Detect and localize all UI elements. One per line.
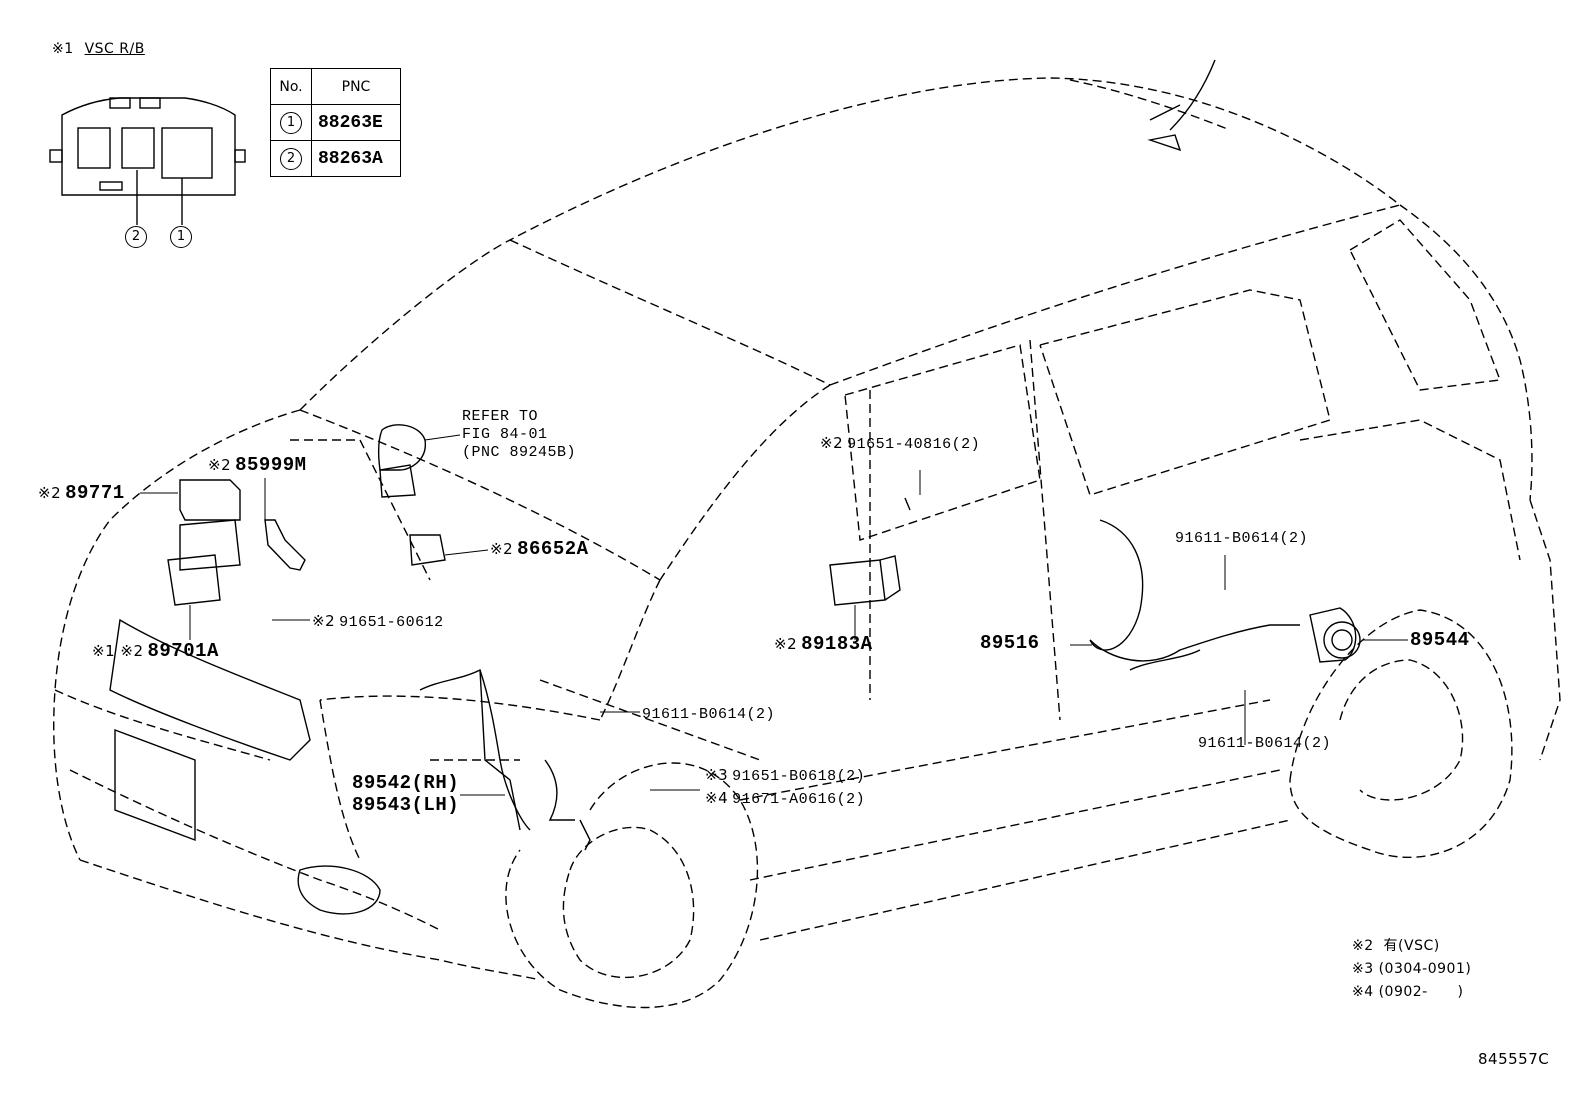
- vehicle-solid-details: [109, 59, 1357, 915]
- label-89544: 89544: [1410, 629, 1470, 651]
- refer-note: REFER TO FIG 84-01 (PNC 89245B): [462, 408, 576, 462]
- refer-line-1: REFER TO: [462, 408, 539, 425]
- pnc-header-pnc: PNC: [311, 68, 401, 105]
- legend-item: ※4 (0902- ): [1352, 984, 1464, 1000]
- pnc-table-row: 2 88263A: [270, 140, 401, 177]
- vehicle-body-outline: [53, 77, 1561, 1009]
- label-89543: 89543(LH): [352, 794, 460, 816]
- figure-id: 845557C: [1478, 1050, 1550, 1068]
- pnc-row-code: 88263A: [311, 140, 401, 177]
- pnc-row-code: 88263E: [311, 104, 401, 141]
- pnc-table-header: No. PNC: [270, 68, 401, 105]
- pnc-row-no: 2: [270, 140, 312, 177]
- inset-callout-1: 1: [169, 224, 193, 248]
- pnc-table-row: 1 88263E: [270, 104, 401, 141]
- label-91611-b0614-right: 91611-B0614(2): [1198, 735, 1332, 752]
- refer-line-2: FIG 84-01: [462, 426, 548, 443]
- inset-title-text: VSC R/B: [84, 41, 145, 57]
- part-drawings: [167, 424, 1361, 851]
- label-89542: 89542(RH): [352, 772, 460, 794]
- inset-title: ※1 VSC R/B: [52, 40, 145, 58]
- inset-mark: ※1: [52, 41, 74, 57]
- legend-item: ※2 有(VSC): [1352, 938, 1440, 954]
- label-91611-b0614-upper: 91611-B0614(2): [1175, 530, 1309, 547]
- pnc-header-no: No.: [270, 68, 312, 105]
- label-89516: 89516: [980, 632, 1040, 654]
- leader-lines: [140, 434, 1408, 796]
- inset-relay-box: [49, 97, 246, 225]
- label-91611-b0614-mid: 91611-B0614(2): [642, 706, 776, 723]
- pnc-table: No. PNC 1 88263E 2 88263A: [270, 68, 401, 177]
- inset-callout-2: 2: [124, 224, 148, 248]
- legend-item: ※3 (0304-0901): [1352, 961, 1472, 977]
- pnc-row-no: 1: [270, 104, 312, 141]
- legend: ※2 有(VSC) ※3 (0304-0901) ※4 (0902- ): [1352, 935, 1471, 1004]
- refer-line-3: (PNC 89245B): [462, 444, 577, 461]
